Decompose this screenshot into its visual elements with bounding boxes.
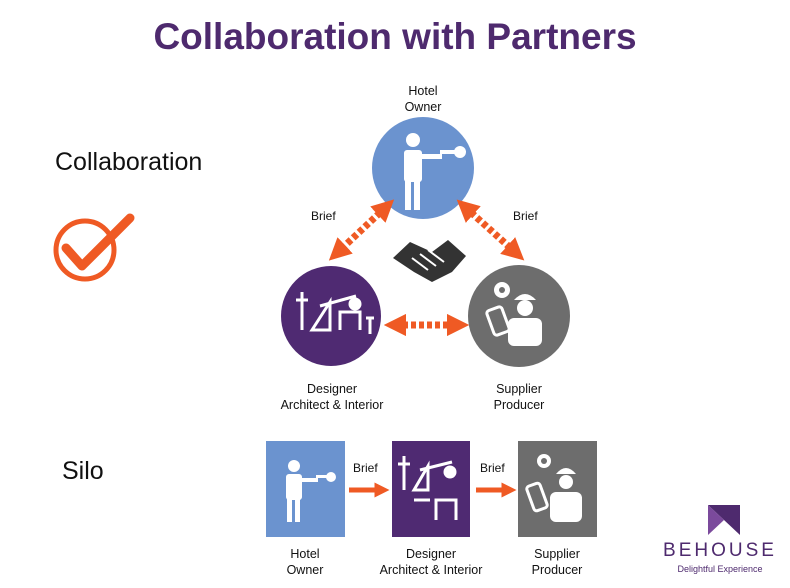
worker-gear-icon [525, 454, 582, 522]
businessman-key-icon [286, 460, 336, 522]
collaboration-heading: Collaboration [55, 148, 203, 176]
behouse-logo-icon [708, 505, 740, 535]
silo-brief-label-2: Brief [480, 461, 505, 475]
supplier-circle [468, 265, 570, 367]
brief-label-left: Brief [311, 209, 336, 223]
designer-desk-icon [296, 292, 374, 334]
brief-label-right: Brief [513, 209, 538, 223]
silo-supplier-square [518, 441, 597, 537]
checkmark-icon [53, 213, 135, 282]
designer-desk-icon [398, 456, 458, 520]
silo-designer-square [392, 441, 470, 537]
hotel-owner-circle [372, 117, 474, 219]
brand-tagline: Delightful Experience [677, 564, 763, 574]
page-title: Collaboration with Partners [153, 16, 637, 57]
brand-name: BEHOUSE [663, 540, 777, 561]
owner-designer-arrow [328, 199, 395, 261]
worker-gear-icon [485, 282, 542, 346]
silo-owner-square [266, 441, 345, 537]
handshake-icon [393, 240, 466, 282]
owner-supplier-arrow [456, 199, 525, 261]
designer-circle [281, 266, 381, 366]
businessman-key-icon [404, 133, 466, 210]
silo-heading: Silo [62, 457, 104, 485]
silo-brief-label-1: Brief [353, 461, 378, 475]
